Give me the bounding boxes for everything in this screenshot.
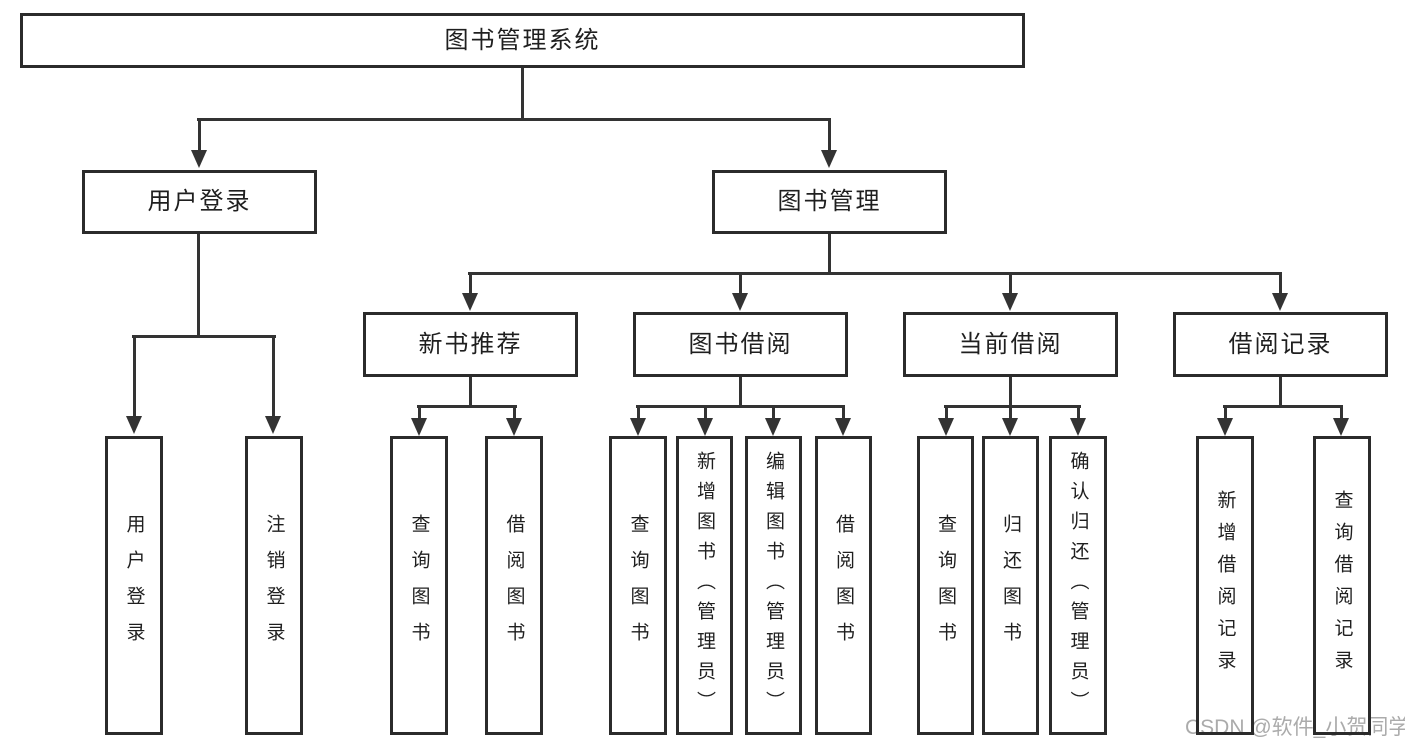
leaf-query-books-recommend: 查询图书: [390, 436, 448, 735]
connector-line: [772, 405, 775, 422]
connector-line: [198, 118, 201, 154]
arrowhead-down-icon: [1333, 418, 1349, 436]
leaf-add-books-admin-label: 新增图书（管理员）: [694, 450, 715, 721]
connector-line: [197, 234, 200, 335]
arrowhead-down-icon: [506, 418, 522, 436]
arrowhead-down-icon: [1002, 293, 1018, 311]
leaf-query-books-borrow-label: 查询图书: [627, 513, 649, 658]
connector-line: [513, 405, 516, 422]
leaf-return-books: 归还图书: [982, 436, 1039, 735]
connector-line: [197, 118, 831, 121]
connector-line: [842, 405, 845, 422]
connector-line: [1223, 405, 1343, 408]
connector-line: [1279, 272, 1282, 297]
arrowhead-down-icon: [191, 150, 207, 168]
arrowhead-down-icon: [411, 418, 427, 436]
node-book-management: 图书管理: [712, 170, 947, 234]
node-library-system-label: 图书管理系统: [444, 26, 601, 54]
node-current-borrowing: 当前借阅: [903, 312, 1118, 377]
connector-line: [132, 335, 276, 338]
leaf-borrow-books: 借阅图书: [815, 436, 872, 735]
leaf-confirm-return-admin-label: 确认归还（管理员）: [1067, 450, 1089, 721]
connector-line: [944, 405, 1081, 408]
node-library-system: 图书管理系统: [20, 13, 1025, 68]
arrowhead-down-icon: [821, 150, 837, 168]
leaf-user-login: 用户登录: [105, 436, 163, 735]
connector-line: [945, 405, 948, 422]
leaf-confirm-return-admin: 确认归还（管理员）: [1049, 436, 1107, 735]
node-book-management-label: 图书管理: [777, 188, 882, 215]
leaf-user-login-label: 用户登录: [123, 513, 145, 658]
leaf-logout-label: 注销登录: [263, 513, 285, 658]
arrowhead-down-icon: [1217, 418, 1233, 436]
connector-line: [417, 405, 517, 408]
arrowhead-down-icon: [630, 418, 646, 436]
leaf-query-borrow-record: 查询借阅记录: [1313, 436, 1371, 735]
connector-line: [739, 272, 742, 297]
connector-line: [272, 335, 275, 420]
connector-line: [1224, 405, 1227, 422]
arrowhead-down-icon: [765, 418, 781, 436]
leaf-add-borrow-record-label: 新增借阅记录: [1214, 489, 1236, 682]
node-new-book-recommendation: 新书推荐: [363, 312, 578, 377]
node-book-borrowing: 图书借阅: [633, 312, 848, 377]
connector-line: [1279, 377, 1282, 407]
arrowhead-down-icon: [462, 293, 478, 311]
connector-line: [637, 405, 640, 422]
arrowhead-down-icon: [1002, 418, 1018, 436]
leaf-return-books-label: 归还图书: [1000, 513, 1021, 658]
leaf-borrow-books-recommend-label: 借阅图书: [503, 513, 525, 658]
leaf-query-books-current: 查询图书: [917, 436, 974, 735]
node-borrowing-records: 借阅记录: [1173, 312, 1388, 377]
arrowhead-down-icon: [265, 416, 281, 434]
leaf-edit-books-admin-label: 编辑图书（管理员）: [763, 450, 784, 721]
connector-line: [1340, 405, 1343, 422]
connector-line: [521, 68, 524, 118]
leaf-query-books-recommend-label: 查询图书: [408, 513, 430, 658]
leaf-borrow-books-recommend: 借阅图书: [485, 436, 543, 735]
arrowhead-down-icon: [697, 418, 713, 436]
leaf-edit-books-admin: 编辑图书（管理员）: [745, 436, 802, 735]
connector-line: [1009, 377, 1012, 407]
connector-line: [468, 272, 1282, 275]
node-book-borrowing-label: 图书借阅: [688, 330, 793, 358]
leaf-query-borrow-record-label: 查询借阅记录: [1331, 489, 1353, 682]
arrowhead-down-icon: [1070, 418, 1086, 436]
node-borrowing-records-label: 借阅记录: [1228, 330, 1333, 358]
connector-line: [636, 405, 845, 408]
connector-line: [1077, 405, 1080, 422]
arrowhead-down-icon: [835, 418, 851, 436]
connector-line: [1009, 272, 1012, 297]
connector-line: [828, 234, 831, 274]
connector-line: [704, 405, 707, 422]
leaf-add-books-admin: 新增图书（管理员）: [676, 436, 733, 735]
leaf-query-books-borrow: 查询图书: [609, 436, 667, 735]
arrowhead-down-icon: [1272, 293, 1288, 311]
leaf-add-borrow-record: 新增借阅记录: [1196, 436, 1254, 735]
node-user-login-label: 用户登录: [147, 188, 252, 215]
leaf-logout: 注销登录: [245, 436, 303, 735]
node-user-login: 用户登录: [82, 170, 317, 234]
node-new-book-recommendation-label: 新书推荐: [418, 330, 523, 358]
node-current-borrowing-label: 当前借阅: [958, 330, 1063, 358]
leaf-query-books-current-label: 查询图书: [935, 513, 956, 658]
connector-line: [828, 118, 831, 154]
connector-line: [739, 377, 742, 407]
connector-line: [418, 405, 421, 422]
arrowhead-down-icon: [126, 416, 142, 434]
arrowhead-down-icon: [732, 293, 748, 311]
connector-line: [469, 272, 472, 297]
connector-line: [1009, 405, 1012, 422]
arrowhead-down-icon: [938, 418, 954, 436]
leaf-borrow-books-label: 借阅图书: [833, 513, 854, 658]
connector-line: [469, 377, 472, 407]
connector-line: [133, 335, 136, 420]
